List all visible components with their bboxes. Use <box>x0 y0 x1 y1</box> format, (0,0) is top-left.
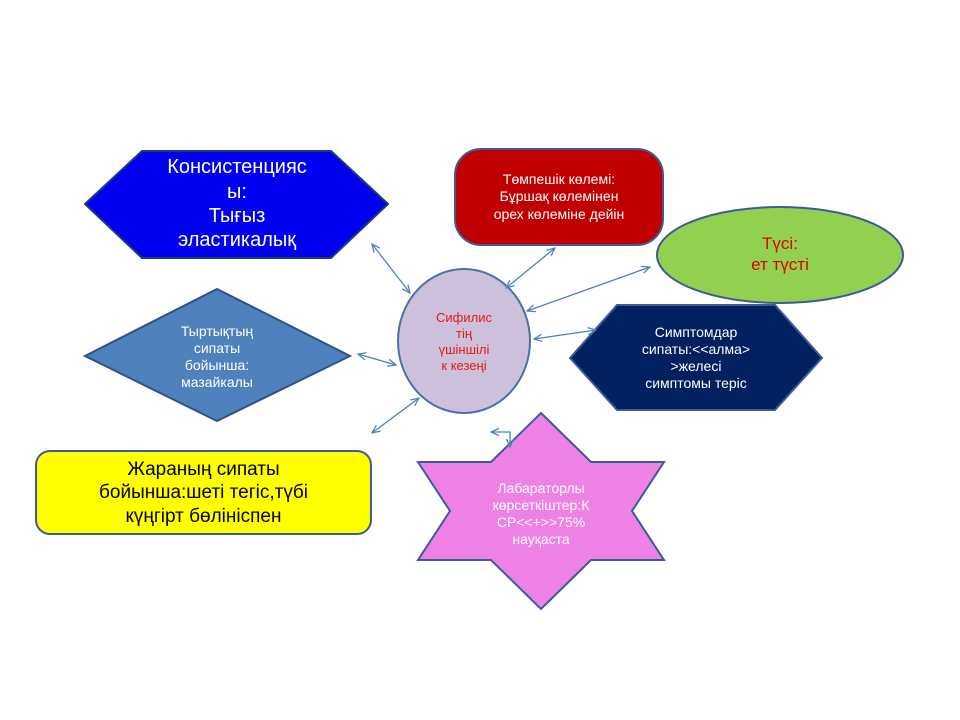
color-ellipse <box>656 206 904 304</box>
wound-label: Жараның сипаты бойынша:шеті тегіс,түбі к… <box>99 459 308 527</box>
scar-diamond <box>82 287 353 423</box>
center-ellipse <box>397 268 531 414</box>
connector-center-nodule <box>506 248 555 288</box>
consistency-label: Консистенцияс ы: Тығыз эластикалық <box>167 156 307 252</box>
connector-center-lab <box>491 432 510 447</box>
connector-center-color <box>527 267 650 311</box>
symptoms-label: Симптомдар сипаты:<<алма> >желесі симпто… <box>641 323 751 392</box>
nodule-size-box <box>454 148 664 246</box>
color-label: Түсі: ет түсті <box>751 234 809 274</box>
lab-star <box>416 411 666 611</box>
center-label: Сифилис тің үшіншілі к кезеңі <box>436 310 492 373</box>
connector-center-wound <box>372 398 419 433</box>
connector-center-consistency <box>372 244 410 293</box>
wound-box <box>35 450 372 535</box>
scar-label: Тыртықтың сипаты бойынша: мазайкалы <box>180 322 254 391</box>
connector-center-symptoms <box>534 330 596 339</box>
connector-center-scar <box>358 354 396 365</box>
lab-label: Лабараторлы көрсеткіштер:К СР<<+>>75% на… <box>492 479 590 548</box>
consistency-hexagon <box>83 150 390 259</box>
nodule-size-label: Төмпешік көлемі: Бұршақ көлемінен орех к… <box>493 171 625 222</box>
